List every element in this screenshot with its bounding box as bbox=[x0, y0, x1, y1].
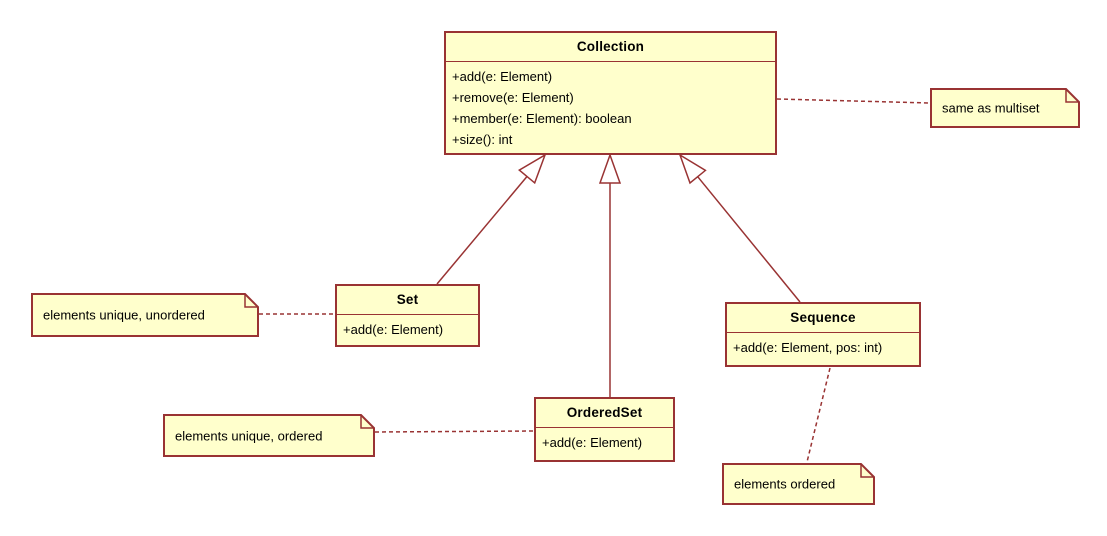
operation: +add(e: Element, pos: int) bbox=[733, 340, 883, 355]
class-orderedset-name: OrderedSet bbox=[536, 399, 673, 428]
operation: +remove(e: Element) bbox=[452, 90, 574, 105]
class-sequence-name: Sequence bbox=[727, 304, 919, 333]
class-sequence: Sequence +add(e: Element, pos: int) bbox=[725, 302, 921, 367]
class-sequence-operations: +add(e: Element, pos: int) bbox=[727, 333, 919, 358]
note-unique-unordered: elements unique, unordered bbox=[31, 293, 259, 337]
operation: +add(e: Element) bbox=[343, 322, 444, 337]
note-shape bbox=[722, 463, 875, 505]
note-shape bbox=[163, 414, 375, 457]
class-set-operations: +add(e: Element) bbox=[337, 315, 478, 340]
operation: +member(e: Element): boolean bbox=[452, 111, 632, 126]
class-collection-name: Collection bbox=[446, 33, 775, 62]
note-anchor-ordered-sequence bbox=[806, 367, 831, 463]
class-collection: Collection +add(e: Element) +remove(e: E… bbox=[444, 31, 777, 155]
note-fold-corner-icon bbox=[360, 415, 374, 429]
note-anchor-multiset-collection bbox=[776, 98, 931, 104]
note-anchor-unique-ordered-orderedset bbox=[374, 430, 535, 433]
generalization-sequence-collection-line bbox=[697, 176, 801, 303]
class-set: Set +add(e: Element) bbox=[335, 284, 480, 347]
note-ordered: elements ordered bbox=[722, 463, 875, 505]
note-fold-corner-icon bbox=[1065, 89, 1079, 103]
note-unique-unordered-text: elements unique, unordered bbox=[43, 307, 205, 323]
operation: +size(): int bbox=[452, 132, 513, 147]
class-collection-operations: +add(e: Element) +remove(e: Element) +me… bbox=[446, 62, 775, 150]
class-orderedset: OrderedSet +add(e: Element) bbox=[534, 397, 675, 462]
class-orderedset-operations: +add(e: Element) bbox=[536, 428, 673, 453]
generalization-set-collection-arrowhead bbox=[517, 153, 547, 185]
note-multiset: same as multiset bbox=[930, 88, 1080, 128]
class-set-name: Set bbox=[337, 286, 478, 315]
note-fold-corner-icon bbox=[860, 464, 874, 478]
note-unique-ordered-text: elements unique, ordered bbox=[175, 428, 323, 443]
note-unique-ordered: elements unique, ordered bbox=[163, 414, 375, 457]
note-shape bbox=[930, 88, 1080, 128]
operation: +add(e: Element) bbox=[452, 69, 553, 84]
generalization-set-collection-line bbox=[436, 176, 528, 285]
note-fold-corner-icon bbox=[244, 294, 258, 308]
note-multiset-text: same as multiset bbox=[942, 100, 1040, 116]
note-ordered-text: elements ordered bbox=[734, 476, 836, 492]
generalization-sequence-collection-arrowhead bbox=[678, 153, 707, 185]
note-shape bbox=[31, 293, 259, 337]
operation: +add(e: Element) bbox=[542, 435, 643, 450]
generalization-orderedset-collection-arrowhead bbox=[598, 152, 622, 184]
